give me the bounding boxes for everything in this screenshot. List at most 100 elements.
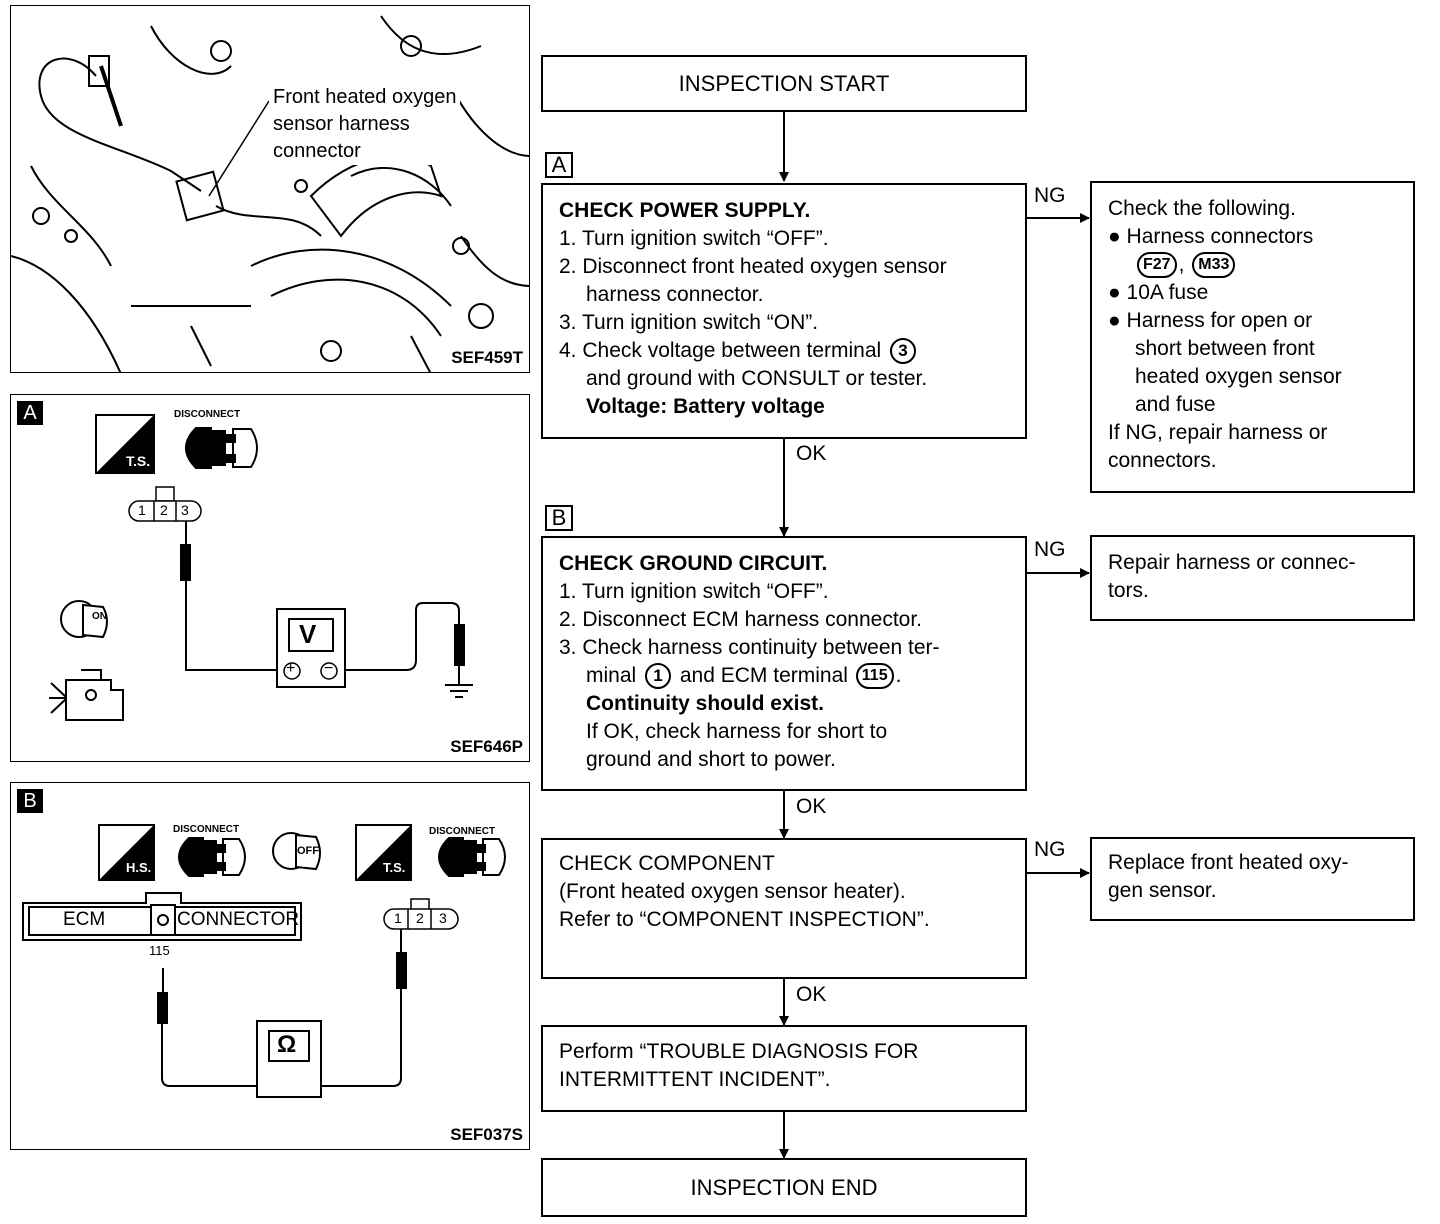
check-following-box: Check the following. ● Harness connector… [1090, 181, 1415, 493]
figure-letter: A [17, 401, 43, 425]
inspection-start-box: INSPECTION START [541, 55, 1027, 112]
engine-illustration-figure: Front heated oxygen sensor harness conne… [10, 5, 530, 373]
step-a-line-2: 2. Disconnect front heated oxygen sensor [559, 255, 947, 278]
step-d-line-2: INTERMITTENT INCIDENT”. [559, 1068, 831, 1091]
step-b-line-4a: minal [586, 664, 637, 687]
hs-icon [98, 824, 155, 881]
figure-letter: B [17, 789, 43, 813]
bullet-icon: ● [1108, 281, 1121, 304]
ng-a-item-3-line-3: heated oxygen sensor [1135, 365, 1342, 388]
check-power-supply-box: CHECK POWER SUPPLY. 1. Turn ignition swi… [541, 183, 1027, 439]
engine-icon [49, 669, 124, 721]
step-a-line-4: 3. Turn ignition switch “ON”. [559, 311, 819, 334]
ng-a-item-3-line-1: Harness for open or [1126, 309, 1313, 332]
ecm-connector [22, 892, 302, 941]
ng-a-item-3: ● Harness for open or [1108, 307, 1397, 335]
ok-label-b: OK [796, 795, 827, 818]
minus-terminal: − [324, 660, 334, 677]
callout-line-1: Front heated oxygen [273, 86, 457, 108]
on-label: ON [92, 611, 107, 622]
step-b-line-2: 2. Disconnect ECM harness connector. [559, 608, 923, 631]
disconnect-icon [438, 837, 506, 877]
replace-sensor-box: Replace front heated oxy- gen sensor. [1090, 837, 1415, 921]
ok-label-c: OK [796, 983, 827, 1006]
terminal-1-symbol: 1 [645, 663, 672, 690]
terminal-3: 3 [439, 910, 447, 926]
figure-b-wiring [22, 824, 506, 1098]
step-b-title: CHECK GROUND CIRCUIT. [559, 552, 828, 575]
ignition-off-icon [272, 832, 321, 871]
figure-code: SEF459T [451, 348, 523, 368]
ng-a-item-3-line-4: and fuse [1135, 393, 1216, 416]
ng-label-c: NG [1034, 838, 1066, 861]
step-a-line-6: and ground with CONSULT or tester. [586, 367, 928, 390]
meter-symbol: V [299, 619, 317, 649]
terminal-3-symbol: 3 [890, 338, 917, 365]
ignition-on-icon [60, 600, 108, 639]
step-a-line-5-text: 4. Check voltage between terminal [559, 339, 882, 362]
ng-a-connectors: F27, M33 [1108, 251, 1397, 279]
step-b-letter: B [551, 505, 567, 530]
ecm-label: ECM [63, 909, 106, 930]
step-a-letter: A [551, 152, 567, 177]
ng-label-b: NG [1034, 538, 1066, 561]
step-b-result: Continuity should exist. [586, 692, 825, 715]
step-b-line-4: minal 1 and ECM terminal 115. [559, 662, 1009, 690]
terminal-2: 2 [416, 910, 424, 926]
inspection-start-label: INSPECTION START [678, 70, 890, 96]
ts-icon [355, 824, 412, 881]
hs-label: H.S. [126, 860, 152, 875]
step-a-marker: A [545, 152, 573, 178]
step-b-line-3: 3. Check harness continuity between ter- [559, 636, 940, 659]
step-c-line-2: (Front heated oxygen sensor heater). [559, 880, 906, 903]
voltmeter [276, 608, 346, 688]
disconnect-icon [178, 837, 246, 877]
step-c-line-3: Refer to “COMPONENT INSPECTION”. [559, 908, 930, 931]
step-a-result: Voltage: Battery voltage [586, 395, 825, 418]
step-b-line-4c: . [895, 664, 902, 687]
ng-a-item-2-text: 10A fuse [1126, 281, 1209, 304]
step-b-line-4b: and ECM terminal [679, 664, 848, 687]
connector-f27-symbol: F27 [1137, 252, 1177, 279]
disconnect-label: DISCONNECT [174, 409, 241, 420]
ng-a-item-3-line-2: short between front [1135, 337, 1315, 360]
inspection-end-label: INSPECTION END [690, 1174, 878, 1200]
step-a-title: CHECK POWER SUPPLY. [559, 199, 811, 222]
figure-code: SEF037S [450, 1125, 523, 1144]
trouble-diagnosis-box: Perform “TROUBLE DIAGNOSIS FOR INTERMITT… [541, 1025, 1027, 1112]
figure-a: A [10, 394, 530, 762]
step-a-line-3: harness connector. [586, 283, 764, 306]
bullet-icon: ● [1108, 309, 1121, 332]
ok-label-a: OK [796, 442, 827, 465]
ng-b-line-2: tors. [1108, 579, 1149, 602]
sensor-connector [383, 898, 459, 930]
connector-m33-symbol: M33 [1192, 252, 1236, 279]
figure-code: SEF646P [450, 737, 523, 756]
ohmmeter [256, 1020, 322, 1098]
figure-b: B [10, 782, 530, 1150]
off-label: OFF [297, 845, 319, 857]
step-a-line-1: 1. Turn ignition switch “OFF”. [559, 227, 829, 250]
sensor-callout: Front heated oxygen sensor harness conne… [269, 84, 461, 165]
ng-c-line-1: Replace front heated oxy- [1108, 851, 1349, 874]
step-b-line-1: 1. Turn ignition switch “OFF”. [559, 580, 829, 603]
terminal-2: 2 [160, 502, 168, 518]
ts-label: T.S. [383, 860, 406, 875]
step-b-extra-2: ground and short to power. [586, 748, 836, 771]
step-b-marker: B [545, 505, 573, 531]
step-a-line-5: 4. Check voltage between terminal 3 [559, 337, 1009, 365]
check-component-box: CHECK COMPONENT (Front heated oxygen sen… [541, 838, 1027, 979]
ng-a-item-1: ● Harness connectors [1108, 223, 1397, 251]
pin-label: 115 [149, 943, 170, 958]
connector-label: CONNECTOR [177, 909, 300, 930]
ecm-terminal-115-symbol: 115 [855, 663, 894, 690]
inspection-end-box: INSPECTION END [541, 1158, 1027, 1217]
ng-a-item-1-text: Harness connectors [1126, 225, 1314, 248]
meter-symbol: Ω [277, 1031, 297, 1058]
figure-a-wiring [49, 414, 473, 721]
ts-icon [95, 414, 155, 474]
terminal-1: 1 [138, 502, 146, 518]
ts-label: T.S. [126, 453, 151, 469]
ng-c-line-2: gen sensor. [1108, 879, 1217, 902]
ng-a-outro-2: connectors. [1108, 449, 1217, 472]
